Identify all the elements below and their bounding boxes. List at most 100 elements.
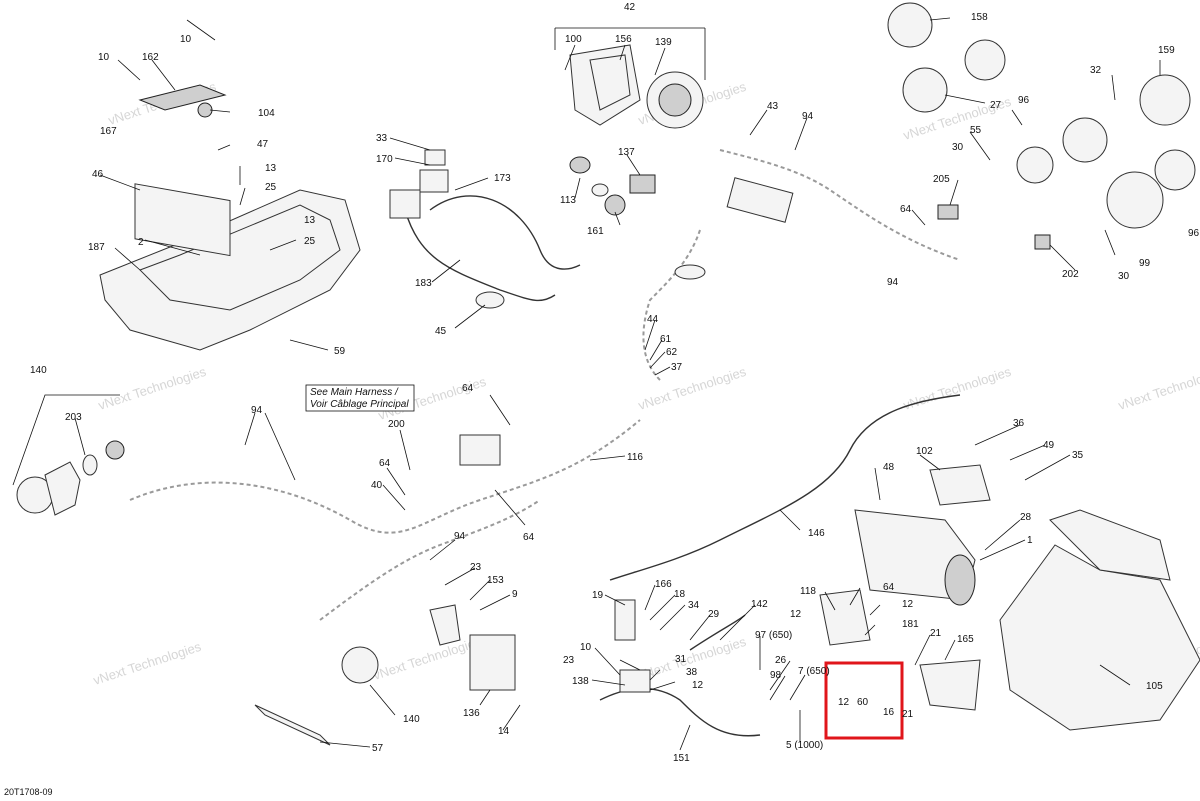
callout: 202	[1062, 269, 1079, 280]
callout: 25	[265, 182, 277, 193]
callout: 156	[615, 34, 632, 45]
callout: 153	[487, 575, 504, 586]
callout: 183	[415, 278, 432, 289]
note-frame	[305, 384, 415, 412]
drawing-element	[1099, 664, 1131, 686]
callout: 43	[767, 101, 779, 112]
callout: 64	[379, 458, 391, 469]
callout: 49	[1043, 440, 1055, 451]
callout: 142	[751, 599, 768, 610]
note-line-1: See Main Harness /	[310, 387, 399, 398]
drawing-element	[626, 109, 808, 176]
callout: 104	[258, 108, 275, 119]
callout: 13	[304, 215, 316, 226]
clamp-ring	[674, 264, 706, 280]
callout: 139	[655, 37, 672, 48]
callout: 10	[580, 642, 592, 653]
callout: 12	[902, 599, 914, 610]
callout: 203	[65, 412, 82, 423]
callout: 161	[587, 226, 604, 237]
callout: 36	[1013, 418, 1025, 429]
callout: 118	[800, 586, 816, 597]
callout: 28	[1020, 512, 1032, 523]
drawing-element	[824, 587, 956, 666]
starter-cover	[887, 2, 933, 48]
switch	[569, 156, 591, 174]
highlight-box	[824, 661, 904, 740]
switch-nut	[591, 183, 609, 197]
drawing-element	[604, 584, 711, 641]
sensor	[1034, 234, 1051, 250]
watermark: vNext Technologies	[96, 364, 208, 413]
callout: 10	[98, 52, 110, 63]
clamp-ring	[475, 291, 505, 309]
regulator-group	[254, 604, 516, 746]
cable-151	[599, 687, 761, 737]
contactor	[819, 589, 871, 646]
drawing-element	[564, 44, 666, 76]
callout: 151	[673, 753, 690, 764]
battery	[134, 183, 231, 257]
callout: 48	[883, 462, 895, 473]
connector-block	[419, 169, 449, 193]
drawing-element	[929, 17, 1161, 101]
callout: 96	[1018, 95, 1030, 106]
drawing-element	[679, 710, 801, 751]
callout: 14	[498, 726, 510, 737]
drawing-element	[594, 604, 756, 691]
callout: 57	[372, 743, 384, 754]
connector-block	[389, 189, 421, 219]
fuse-box	[726, 177, 794, 223]
bulb-socket	[105, 440, 125, 460]
drawing-element	[779, 424, 1071, 531]
harness-173-group	[389, 149, 581, 309]
callout: 96	[1188, 228, 1200, 239]
callout: 94	[454, 531, 466, 542]
drawing-element	[591, 636, 806, 701]
callout: 94	[887, 277, 899, 288]
callout: 30	[952, 142, 964, 153]
callout: 23	[563, 655, 575, 666]
callout: 94	[251, 405, 263, 416]
drawing-element	[114, 239, 329, 351]
mounting-bracket	[429, 604, 461, 646]
callout: 31	[675, 654, 687, 665]
headlight-housing	[44, 461, 81, 516]
drawing-element	[944, 94, 1023, 161]
harness-route	[129, 419, 641, 534]
callout: 64	[883, 582, 895, 593]
watermark: vNext Technologies	[371, 634, 483, 683]
callout: 181	[902, 619, 919, 630]
callout: 42	[624, 2, 636, 13]
battery-tray-group	[99, 84, 361, 351]
drawing-element	[389, 137, 489, 329]
ignition-switch	[629, 174, 656, 194]
gauge-group	[569, 44, 704, 129]
callout: 113	[560, 195, 576, 206]
switch	[604, 194, 626, 216]
gauge-bezel-inner	[589, 54, 631, 111]
mount-hub	[1016, 146, 1054, 184]
callout: 13	[265, 163, 277, 174]
winch-bracket	[929, 464, 991, 506]
callout: 140	[30, 365, 47, 376]
winch-drum-end	[944, 554, 976, 606]
harness-wire	[404, 209, 556, 302]
frame-group	[999, 509, 1200, 731]
clutch-cover	[1139, 74, 1191, 126]
callout: 105	[1146, 681, 1163, 692]
callout: 94	[802, 111, 814, 122]
callout: 7 (650)	[798, 666, 830, 677]
harness-wire	[429, 195, 581, 270]
harness-route	[319, 499, 541, 621]
callout: 12	[838, 697, 850, 708]
callout: 26	[775, 655, 787, 666]
callout: 1	[1027, 535, 1033, 546]
document-reference: 20T1708-09	[4, 787, 53, 797]
callout: 23	[470, 562, 482, 573]
callout: 159	[1158, 45, 1175, 56]
callout: 27	[990, 100, 1002, 111]
leader-lines	[12, 17, 1161, 751]
callout: 61	[660, 334, 672, 345]
